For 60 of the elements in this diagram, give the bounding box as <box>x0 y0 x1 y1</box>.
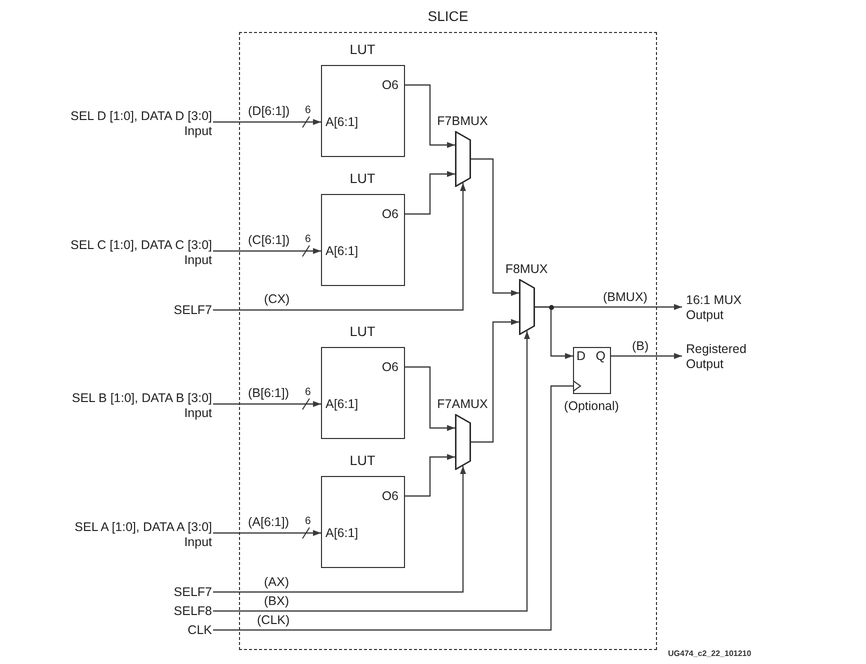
arrow <box>405 171 455 215</box>
block-title: LUT <box>350 454 376 468</box>
arrow <box>213 183 466 311</box>
arrow <box>213 401 321 407</box>
pin-label: A[6:1] <box>326 114 358 128</box>
pin-label: A[6:1] <box>326 526 358 540</box>
pin-label: Q <box>596 348 606 362</box>
arrow <box>471 158 519 296</box>
pin-label: A[6:1] <box>326 396 358 410</box>
pin-label: O6 <box>382 78 398 92</box>
edge-label: (BX) <box>264 594 289 608</box>
input-label: SEL B [1:0], DATA B [3:0] Input <box>47 391 212 421</box>
pin-label: O6 <box>382 360 398 374</box>
pin-label: O6 <box>382 488 398 502</box>
bus-width-label: 6 <box>305 515 311 527</box>
mux-label: F7BMUX <box>437 114 488 128</box>
output-label: Registered Output <box>686 342 758 372</box>
arrow <box>405 84 455 148</box>
arrow <box>213 466 466 593</box>
edge-label: (B) <box>632 339 649 353</box>
input-label: SEL D [1:0], DATA D [3:0] Input <box>47 109 212 139</box>
edge-label: (A[6:1]) <box>248 515 289 529</box>
pin-label: O6 <box>382 206 398 220</box>
edge-label: (B[6:1]) <box>248 386 289 400</box>
input-label: SELF8 <box>112 604 212 618</box>
pin-label: A[6:1] <box>326 244 358 258</box>
arrow <box>213 248 321 254</box>
arrow <box>471 319 519 443</box>
input-label: SEL C [1:0], DATA C [3:0] Input <box>47 238 212 268</box>
arrow <box>213 331 530 612</box>
block-title: LUT <box>350 42 376 56</box>
bus-width-label: 6 <box>305 386 311 398</box>
arrow <box>213 530 321 536</box>
arrow <box>213 119 321 125</box>
edge-label: (D[6:1]) <box>248 104 290 118</box>
region-title: SLICE <box>428 9 468 23</box>
input-label: SEL A [1:0], DATA A [3:0] Input <box>47 520 212 550</box>
output-label: 16:1 MUX Output <box>686 292 758 322</box>
bus-width-label: 6 <box>305 233 311 245</box>
mux-label: F7AMUX <box>437 396 488 410</box>
edge-label: (AX) <box>264 575 289 589</box>
mux-label: F8MUX <box>505 262 548 276</box>
arrow <box>405 454 455 497</box>
figure-id: UG474_c2_22_101210 <box>668 649 752 659</box>
edge-label: (C[6:1]) <box>248 233 290 247</box>
edge-label: (BMUX) <box>603 290 648 304</box>
pin-label: D <box>576 348 586 362</box>
bus-width-label: 6 <box>305 104 311 116</box>
arrow <box>535 306 573 359</box>
block-caption: (Optional) <box>564 398 619 412</box>
arrow <box>213 380 582 631</box>
block-title: LUT <box>350 324 376 338</box>
edge-label: (CLK) <box>257 613 290 627</box>
input-label: CLK <box>112 622 212 638</box>
input-label: SELF7 <box>112 302 212 318</box>
arrow <box>405 366 455 431</box>
input-label: SELF7 <box>112 584 212 600</box>
arrow <box>611 353 682 359</box>
edge-label: (CX) <box>264 292 290 306</box>
block-title: LUT <box>350 172 376 186</box>
